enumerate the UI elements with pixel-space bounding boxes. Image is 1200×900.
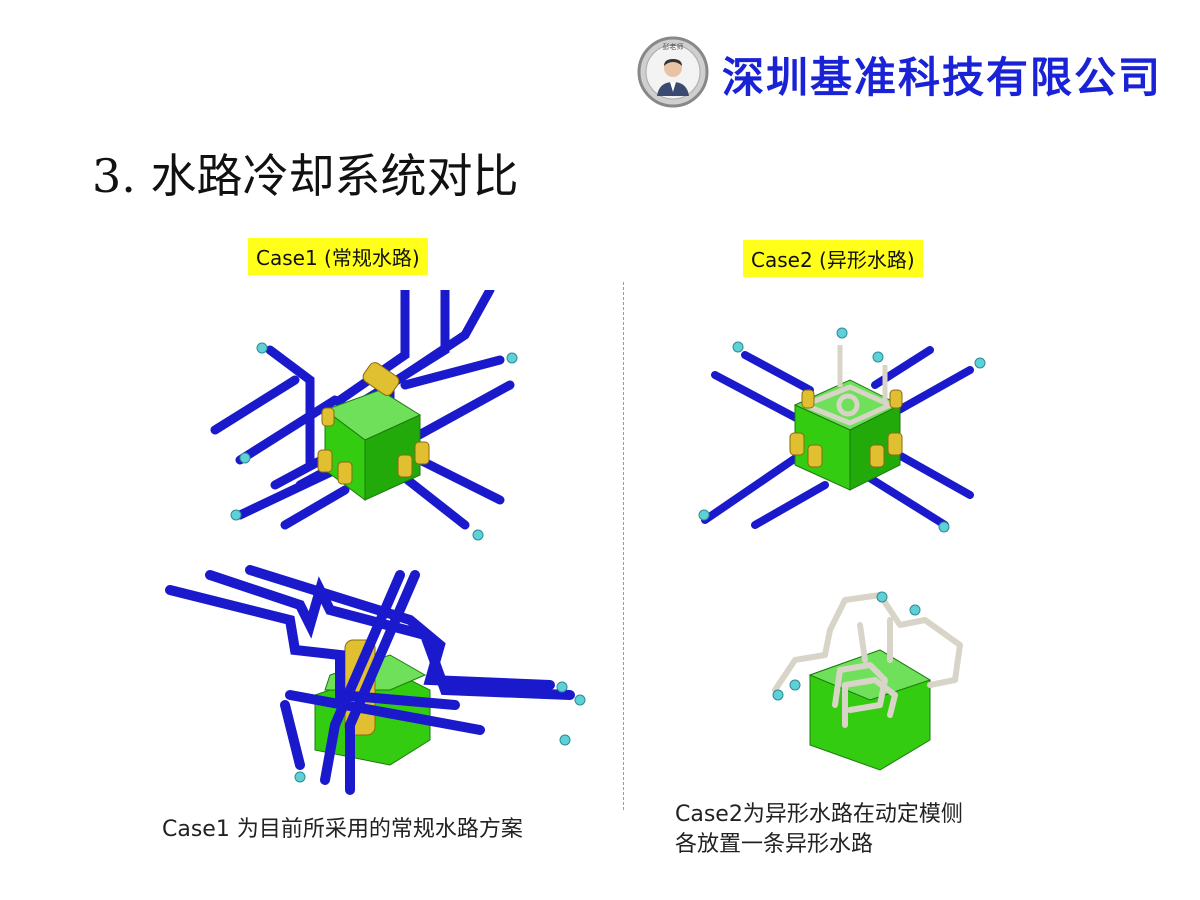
case1-conventional-cooling-top-view — [210, 290, 518, 541]
case2-conformal-cooling-bottom-view — [772, 591, 963, 771]
case1-description: Case1 为目前所采用的常规水路方案 — [162, 817, 523, 842]
logo-text: 彭老师 — [663, 42, 684, 51]
case2-description-line2: 各放置一条异形水路 — [675, 832, 874, 857]
case2-label: Case2 (异形水路) — [743, 240, 923, 277]
case2-conformal-cooling-top-view — [698, 327, 986, 533]
company-name: 深圳基准科技有限公司 — [722, 53, 1163, 102]
column-divider — [623, 282, 624, 810]
case2-description-line1: Case2为异形水路在动定模侧 — [675, 802, 963, 827]
teacher-avatar-logo: 彭老师 — [637, 36, 709, 108]
case1-label: Case1 (常规水路) — [248, 238, 428, 275]
case1-conventional-cooling-bottom-view — [165, 565, 586, 795]
slide-title: 3. 水路冷却系统对比 — [92, 149, 519, 203]
